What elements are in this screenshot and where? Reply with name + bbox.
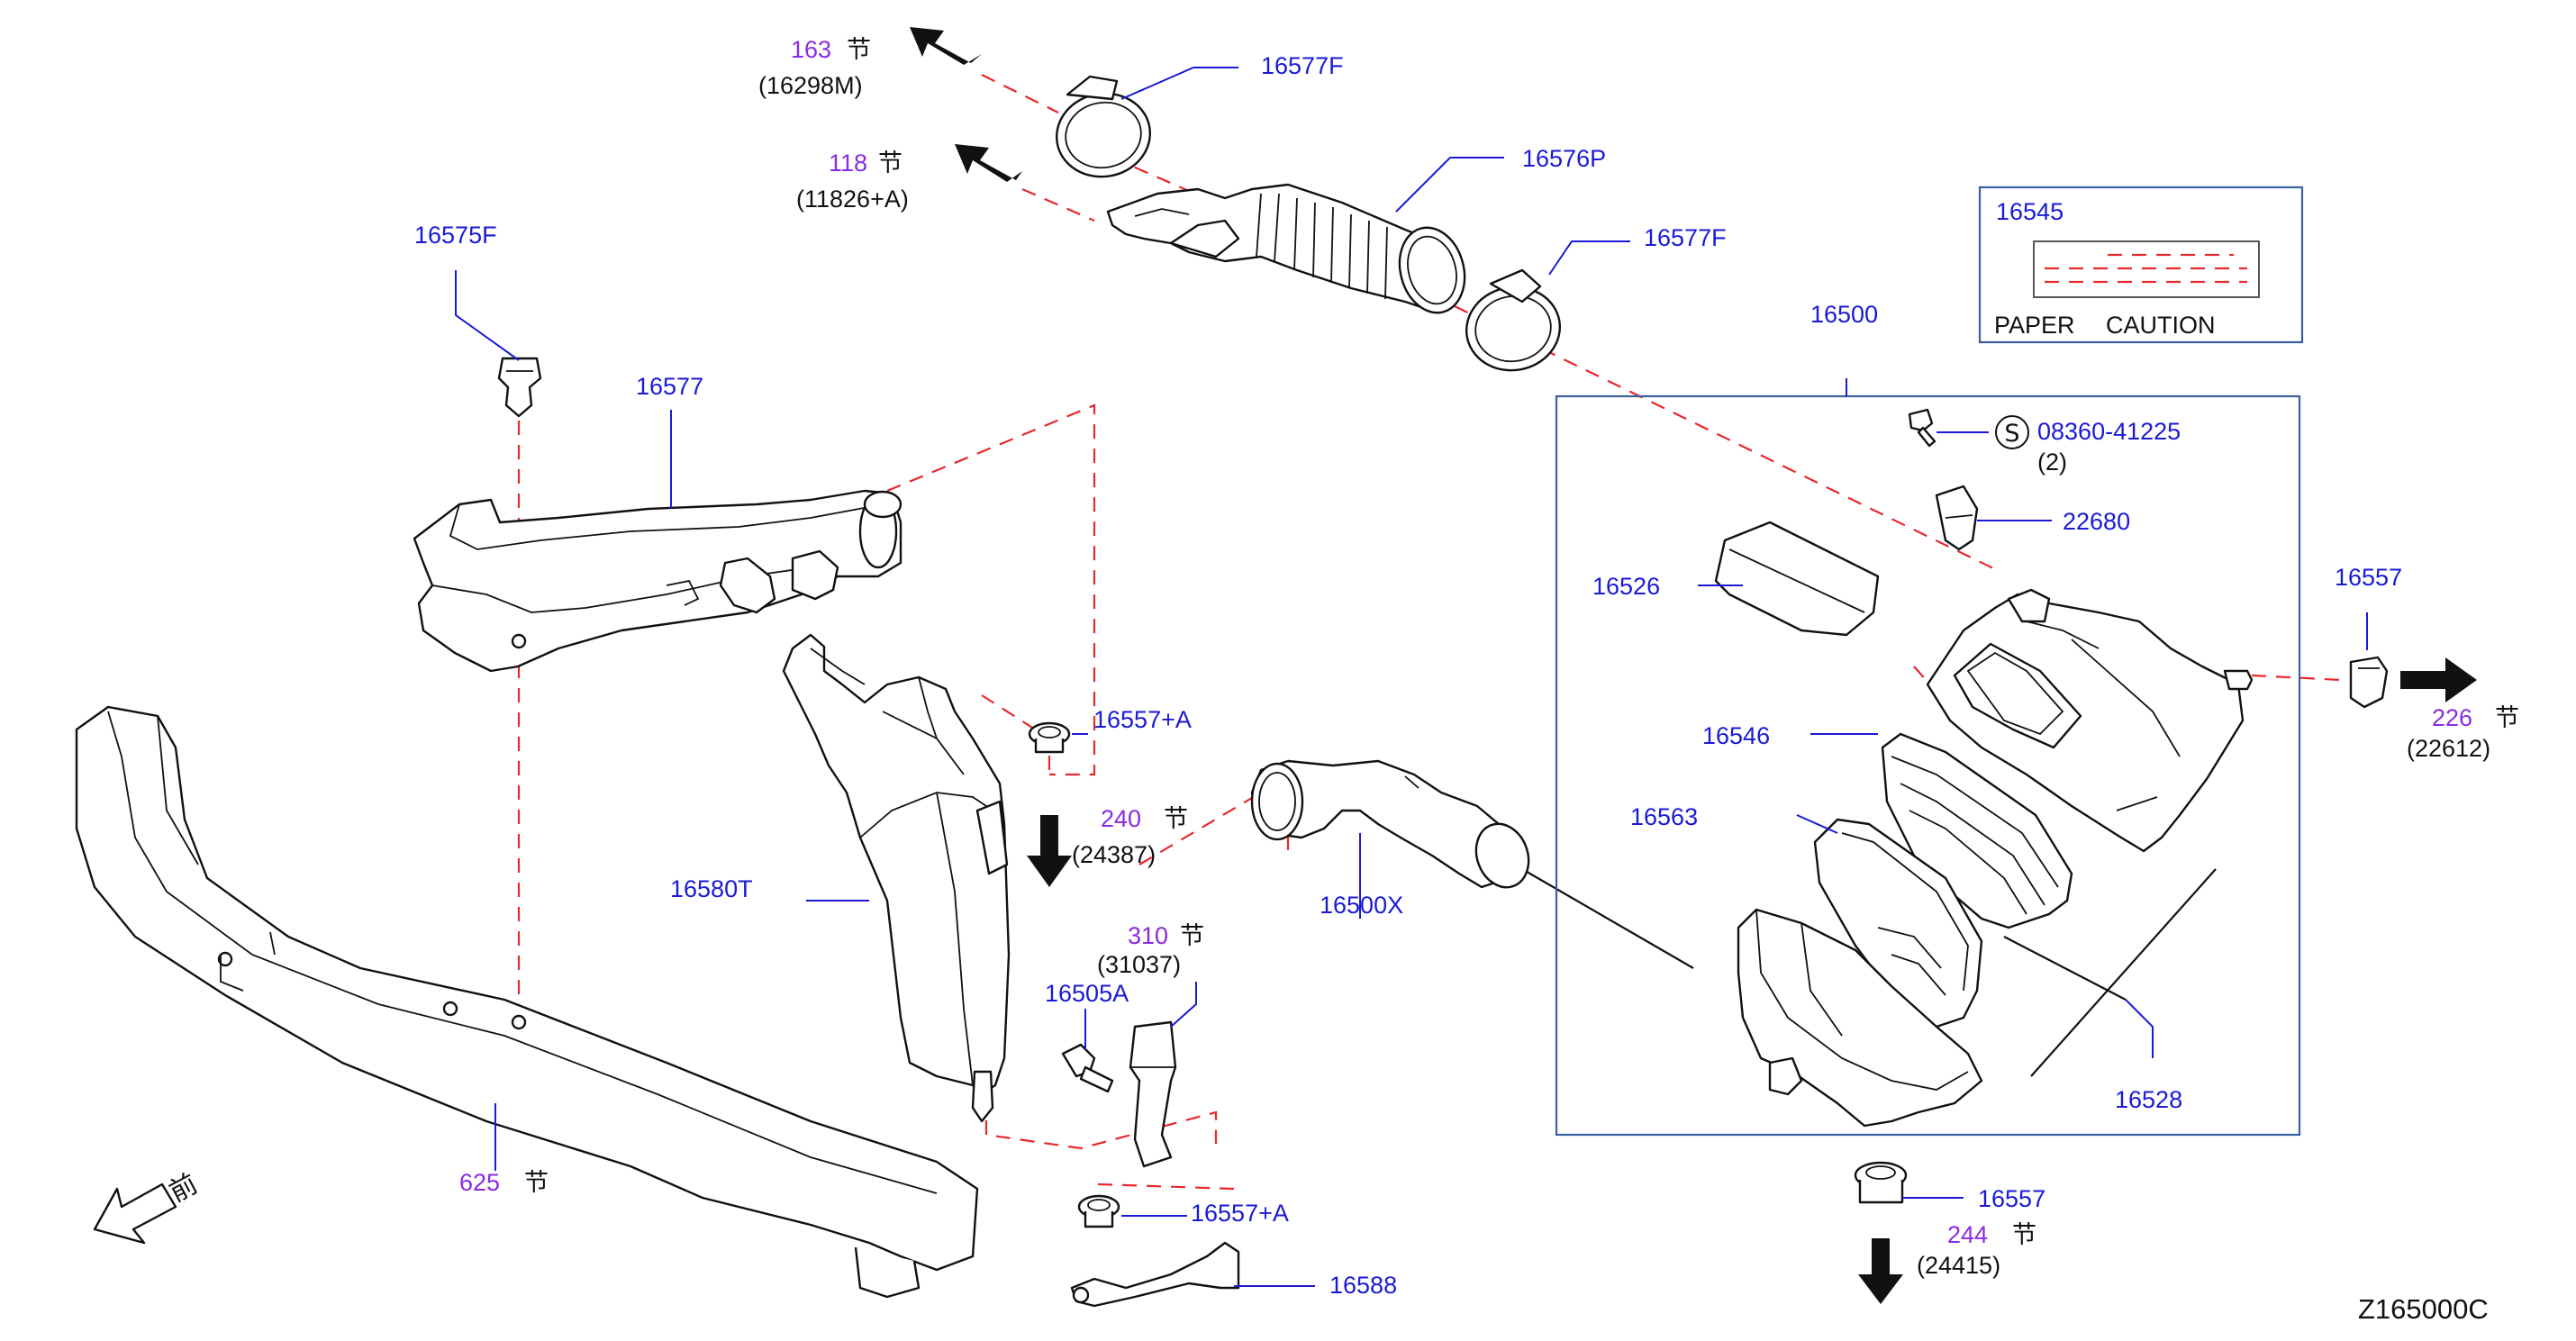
hose-clamp-16577F-top xyxy=(1055,75,1152,178)
callout-16505A[interactable]: 16505A xyxy=(1045,980,1129,1007)
callout-16576P[interactable]: 16576P xyxy=(1522,145,1606,172)
callout-16577F-top[interactable]: 16577F xyxy=(1261,52,1344,79)
callout-16500X[interactable]: 16500X xyxy=(1320,892,1403,919)
arrow-to-163 xyxy=(910,27,982,65)
ref-244-code: (24415) xyxy=(1917,1252,2000,1279)
ref-240-num[interactable]: 240 xyxy=(1101,805,1141,832)
lower-case-leader xyxy=(2030,868,2217,1077)
front-arrow-icon xyxy=(93,1182,177,1245)
arrow-to-118 xyxy=(955,144,1022,182)
grommet-16557A-lower xyxy=(1077,1194,1120,1228)
ref-226-char: 节 xyxy=(2495,704,2519,732)
arrow-to-240 xyxy=(1027,815,1072,887)
callout-16557A-upper[interactable]: 16557+A xyxy=(1093,706,1192,733)
ref-244-num[interactable]: 244 xyxy=(1947,1221,1988,1248)
upper-case xyxy=(1926,588,2254,853)
ref-625-num[interactable]: 625 xyxy=(459,1169,500,1196)
label-caution-text: CAUTION xyxy=(2106,312,2216,339)
callout-16588[interactable]: 16588 xyxy=(1329,1272,1397,1299)
radiator-core-support xyxy=(75,705,979,1299)
clip-16575F xyxy=(497,357,542,418)
air-cleaner-box-16500 xyxy=(1555,394,2301,1137)
callout-16500[interactable]: 16500 xyxy=(1810,301,1878,328)
ref-163-code: (16298M) xyxy=(758,72,863,99)
callout-16557A-lower[interactable]: 16557+A xyxy=(1191,1200,1289,1227)
ref-625-char: 节 xyxy=(524,1169,549,1197)
callout-16528[interactable]: 16528 xyxy=(2115,1086,2182,1113)
filter-leader xyxy=(2003,936,2127,1001)
filter-cover-16526 xyxy=(1714,521,1880,637)
callout-16577F-right[interactable]: 16577F xyxy=(1644,224,1727,251)
direction-arrows xyxy=(93,27,2477,1304)
callout-16546[interactable]: 16546 xyxy=(1702,722,1770,749)
standard-part-marker-icon xyxy=(1995,415,2029,449)
ref-240-char: 节 xyxy=(1164,805,1188,833)
intake-duct-16577 xyxy=(413,489,903,673)
ref-244-char: 节 xyxy=(2012,1221,2036,1249)
ref-118-code: (11826+A) xyxy=(796,186,909,213)
arrow-to-244 xyxy=(1858,1238,1903,1304)
label-paper-text: PAPER xyxy=(1994,312,2075,339)
ref-118-char: 节 xyxy=(878,150,903,177)
connector-line xyxy=(1521,868,1694,969)
callout-16557-bottom[interactable]: 16557 xyxy=(1978,1185,2045,1212)
ref-226-num[interactable]: 226 xyxy=(2432,704,2472,731)
callout-16557-right[interactable]: 16557 xyxy=(2335,564,2402,591)
callout-16545[interactable]: 16545 xyxy=(1996,198,2064,225)
callout-08360-41225[interactable]: 08360-41225 xyxy=(2037,418,2181,445)
ref-310-num[interactable]: 310 xyxy=(1128,922,1168,949)
lower-case-16528 xyxy=(1737,908,1983,1128)
hose-clamp-16577F-right xyxy=(1465,268,1562,372)
standard-part-marker-letter: S xyxy=(2004,420,2019,448)
caution-label-box xyxy=(1978,186,2304,344)
resonator-16580T xyxy=(782,633,1011,1123)
callout-16526[interactable]: 16526 xyxy=(1592,573,1660,600)
sensor-22680 xyxy=(1935,485,1979,551)
screw-08360 xyxy=(1908,408,1937,448)
callout-16577[interactable]: 16577 xyxy=(636,373,703,400)
callout-16563[interactable]: 16563 xyxy=(1630,803,1698,830)
callout-16575F[interactable]: 16575F xyxy=(414,222,497,249)
ref-226-code: (22612) xyxy=(2407,735,2490,762)
leader-lines xyxy=(455,67,2368,1287)
inlet-duct-16500X xyxy=(1250,759,1530,889)
grommet-16557-right xyxy=(2349,656,2389,709)
ref-240-code: (24387) xyxy=(1072,841,1156,868)
filter-frame-16563 xyxy=(1813,818,1983,1028)
bracket-16588 xyxy=(1070,1241,1240,1308)
bracket-31037 xyxy=(1129,1020,1177,1168)
callout-08360-qty: (2) xyxy=(2037,449,2067,476)
bolt-16505A xyxy=(1061,1043,1114,1093)
callout-16580T[interactable]: 16580T xyxy=(670,875,753,902)
part-callouts: 16577F 16576P 16577F 16575F 16577 16557+… xyxy=(414,52,2402,1299)
air-hose-16576P xyxy=(1106,183,1466,314)
ref-310-code: (31037) xyxy=(1097,951,1181,978)
callout-22680[interactable]: 22680 xyxy=(2063,508,2130,535)
label-box-texts: 16545 PAPER CAUTION xyxy=(1994,198,2216,339)
diagram-id: Z165000C xyxy=(2358,1293,2489,1325)
grommet-16557-bottom xyxy=(1854,1161,1908,1204)
section-references: 163 节 (16298M) 118 节 (11826+A) 240 节 (24… xyxy=(459,36,2519,1279)
arrow-to-226 xyxy=(2400,657,2477,702)
ref-163-num[interactable]: 163 xyxy=(791,36,831,63)
ref-163-char: 节 xyxy=(847,36,871,64)
grommet-16557A-upper xyxy=(1028,721,1071,754)
ref-310-char: 节 xyxy=(1180,922,1204,950)
ref-118-num[interactable]: 118 xyxy=(829,150,867,177)
